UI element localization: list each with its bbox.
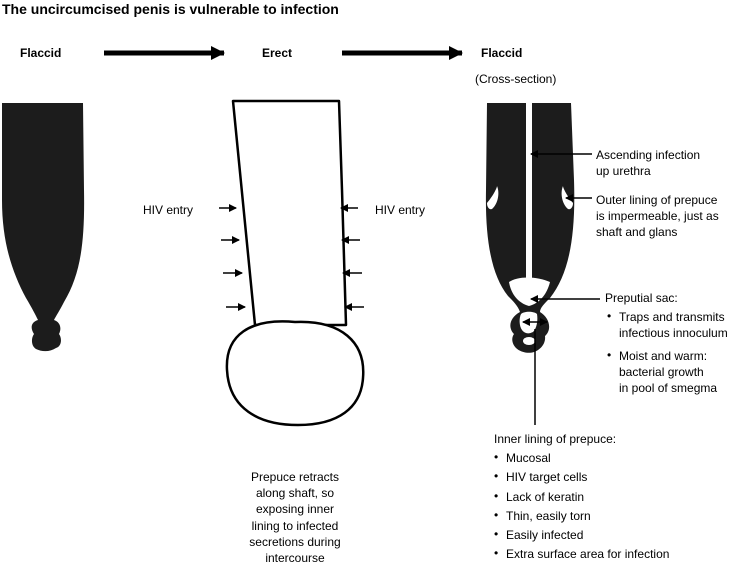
ascending-line: Ascending infection [596, 148, 701, 162]
outer-lining-notch [487, 186, 499, 210]
list-item: Moist and warm: bacterial growth in pool… [607, 347, 728, 397]
erect-glans [225, 320, 365, 427]
list-item-line: Moist and warm: [619, 348, 708, 363]
outer-lining-line: Outer lining of prepuce [596, 193, 718, 207]
inner-lining-title: Inner lining of prepuce: [494, 432, 617, 446]
list-item: Easily infected [494, 526, 669, 543]
retract-note-line: Prepuce retracts [250, 470, 340, 484]
retract-note-line: along shaft, so [255, 486, 335, 501]
list-item: HIV target cells [494, 468, 669, 485]
ascending-line: up urethra [596, 164, 651, 179]
ascending-infection-note: Ascending infection up urethra [596, 147, 700, 179]
retract-note-line: lining to infected [251, 518, 339, 533]
list-item-line: Traps and transmits [619, 310, 725, 325]
preputial-sac-title: Preputial sac: [605, 291, 678, 305]
list-item: Traps and transmits infectious innoculum [607, 308, 728, 341]
cross-section-label: (Cross-section) [475, 72, 557, 86]
tip-hole [523, 337, 535, 345]
erect-shaft [231, 99, 348, 327]
list-item-line: bacterial growth [619, 364, 704, 379]
stage-label-flaccid-cross: Flaccid [481, 46, 523, 60]
urethra [526, 103, 532, 285]
retract-note-line: intercourse [265, 550, 325, 565]
stage-label-flaccid: Flaccid [20, 46, 62, 60]
hiv-entry-label-right: HIV entry [375, 203, 426, 217]
list-item-line: infectious innoculum [619, 326, 728, 341]
list-item: Thin, easily torn [494, 507, 669, 524]
list-item: Mucosal [494, 449, 669, 466]
outer-lining-line: is impermeable, just as [596, 209, 719, 224]
retract-note-line: secretions during [249, 534, 341, 549]
inner-lining-note: Inner lining of prepuce: Mucosal HIV tar… [494, 431, 669, 562]
inner-lining-list: Mucosal HIV target cells Lack of keratin… [494, 449, 669, 562]
list-item-line: in pool of smegma [619, 380, 718, 395]
preputial-sac-note: Preputial sac: Traps and transmits infec… [605, 290, 728, 397]
stage-label-erect: Erect [262, 46, 293, 60]
hiv-entry-label-left: HIV entry [143, 203, 194, 217]
outer-lining-note: Outer lining of prepuce is impermeable, … [596, 192, 719, 241]
list-item: Lack of keratin [494, 488, 669, 505]
list-item: Extra surface area for infection [494, 545, 669, 562]
retract-note-line: exposing inner [255, 502, 335, 517]
diagram-title: The uncircumcised penis is vulnerable to… [2, 1, 339, 17]
preputial-sac-list: Traps and transmits infectious innoculum… [607, 308, 728, 397]
flaccid-penis-silhouette [2, 103, 85, 352]
retract-note: Prepuce retracts along shaft, so exposin… [215, 469, 375, 566]
outer-lining-line: shaft and glans [596, 225, 678, 240]
